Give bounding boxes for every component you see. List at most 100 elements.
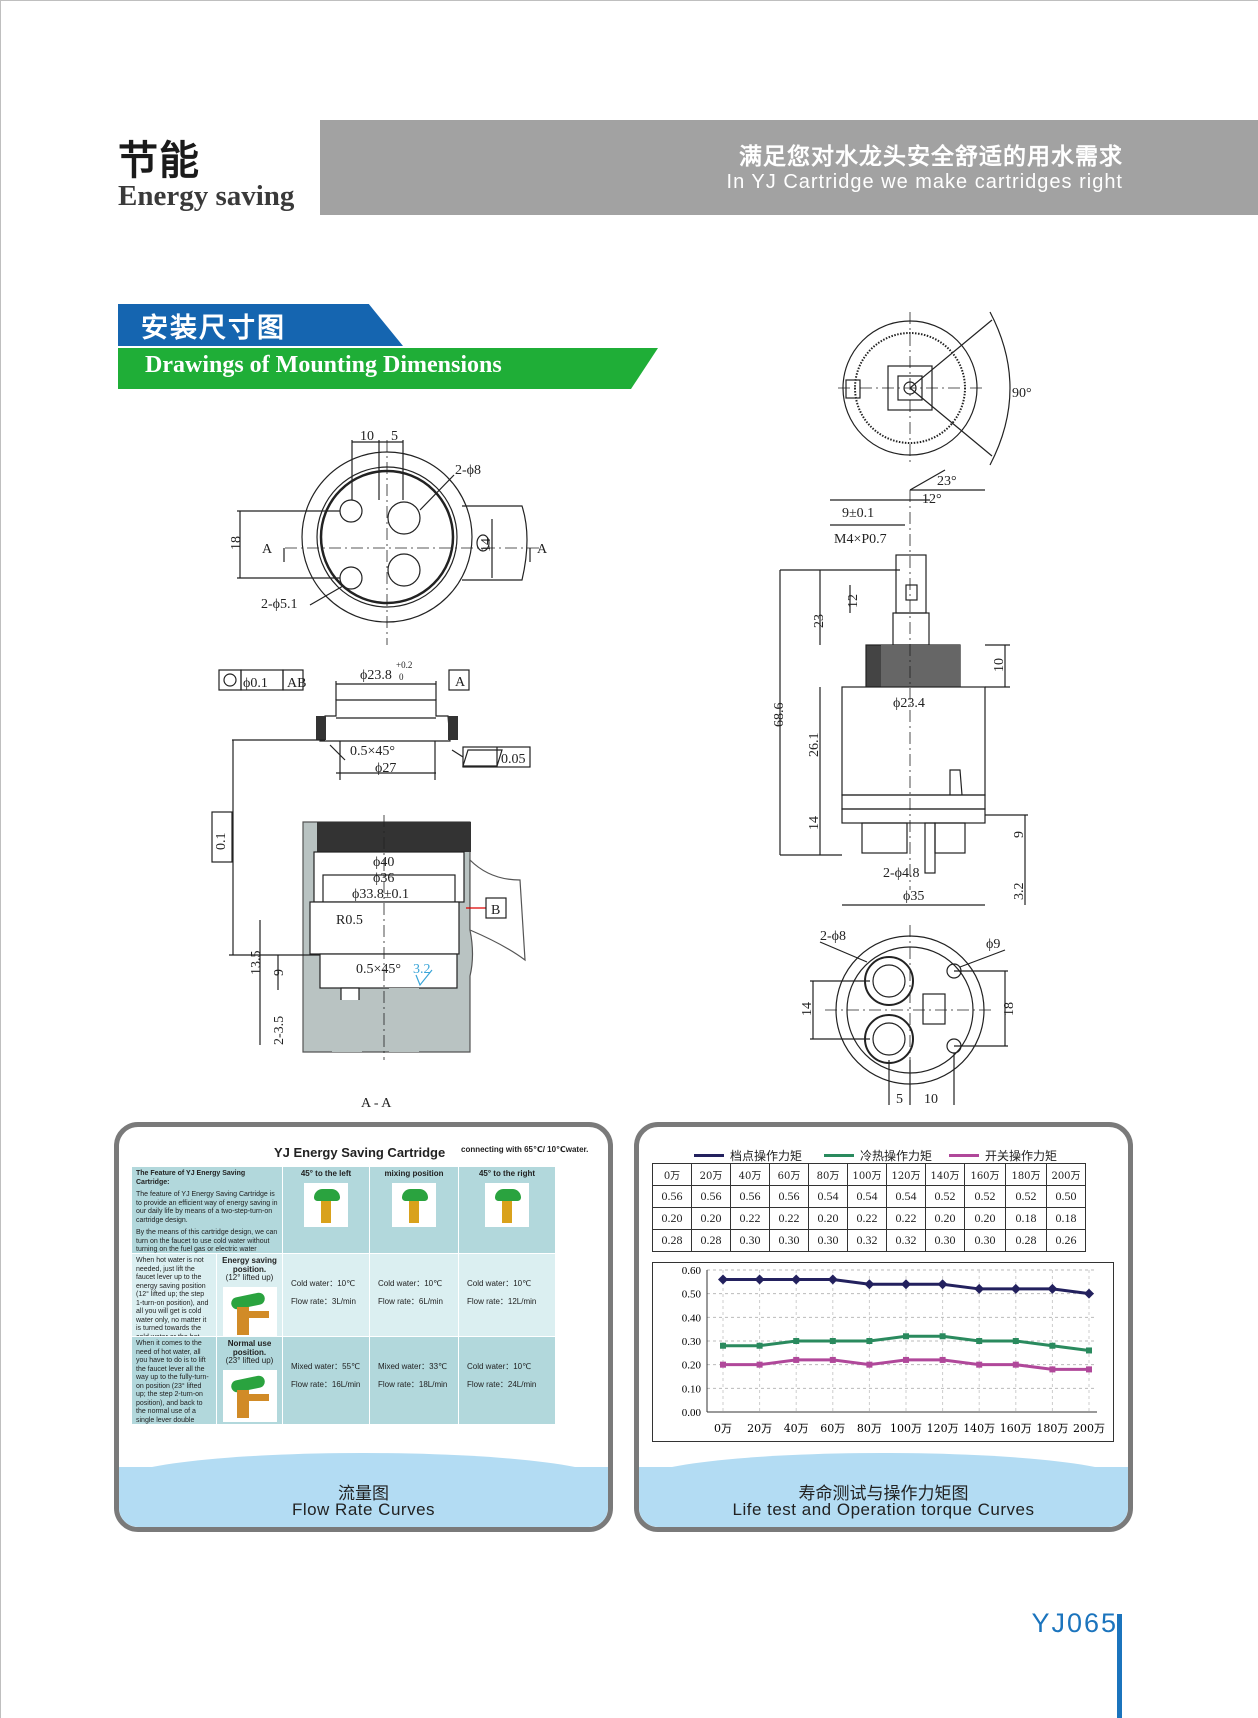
table-cell: 0.54 bbox=[847, 1185, 887, 1208]
data-point bbox=[720, 1342, 726, 1349]
top-view-labels: 10 5 2-ϕ8 18 14 A A 2-ϕ5.1 bbox=[229, 429, 548, 612]
col-mixing-label: mixing position bbox=[384, 1169, 444, 1178]
table-cell: 0.22 bbox=[847, 1207, 887, 1230]
flow-panel-footer: 流量图 Flow Rate Curves bbox=[119, 1453, 608, 1527]
data-point bbox=[829, 1338, 836, 1344]
dim-12: 12 bbox=[846, 594, 861, 608]
data-point bbox=[903, 1333, 909, 1340]
thread-dim: M4×P0.7 bbox=[834, 532, 887, 547]
data-point bbox=[1086, 1347, 1092, 1354]
y-tick-label: 0.40 bbox=[682, 1312, 702, 1324]
data-point bbox=[974, 1283, 985, 1294]
section-mark-right: A bbox=[537, 542, 548, 557]
table-cell: 0.20 bbox=[964, 1207, 1006, 1230]
flow-panel-subtitle: connecting with 65℃/ 10℃water. bbox=[461, 1145, 589, 1154]
life-caption-cn: 寿命测试与操作力矩图 bbox=[798, 1484, 969, 1504]
parallel-value: 0.1 bbox=[214, 833, 229, 851]
table-cell: 0.32 bbox=[847, 1229, 887, 1252]
life-caption-en: Life test and Operation torque Curves bbox=[732, 1500, 1035, 1519]
table-cell: 0.54 bbox=[886, 1185, 926, 1208]
mounting-drawings: 10 5 2-ϕ8 18 14 A A 2-ϕ5.1 ϕ0.1 AB ϕ23.8 bbox=[211, 311, 1032, 1111]
row2-description: When it comes to the need of hot water, … bbox=[132, 1337, 216, 1424]
faucet-left-icon bbox=[304, 1182, 348, 1227]
row2-position-sub: (23° lifted up) bbox=[225, 1356, 274, 1365]
data-point bbox=[939, 1333, 946, 1340]
table-cell: 0.26 bbox=[1046, 1229, 1086, 1252]
data-point bbox=[1012, 1338, 1019, 1344]
data-point bbox=[1010, 1283, 1021, 1294]
x-tick-label: 100万 bbox=[890, 1422, 922, 1435]
section-title-bar-green bbox=[118, 348, 658, 389]
feature-title: The Feature of YJ Energy Saving Cartridg… bbox=[136, 1170, 246, 1186]
x-tick-label: 120万 bbox=[927, 1422, 959, 1435]
dim-26-1: 26.1 bbox=[807, 733, 822, 758]
bottom-14: 14 bbox=[800, 1002, 815, 1016]
bottom-5: 5 bbox=[896, 1092, 903, 1107]
data-point bbox=[866, 1338, 873, 1344]
section-title-cn: 安装尺寸图 bbox=[141, 313, 286, 344]
angle-23: 23° bbox=[937, 474, 957, 489]
table-cell: 0.56 bbox=[691, 1185, 731, 1208]
flow-table: The Feature of YJ Energy Saving Cartridg… bbox=[132, 1167, 555, 1424]
table-cell: 0.28 bbox=[1005, 1229, 1047, 1252]
data-point bbox=[791, 1274, 802, 1285]
table-cell: 0.56 bbox=[652, 1185, 692, 1208]
table-cell: 0.30 bbox=[730, 1229, 770, 1252]
row1-position-sub: (12° lifted up) bbox=[225, 1273, 274, 1282]
dim-9-right: 9 bbox=[1012, 831, 1027, 838]
data-point bbox=[1084, 1288, 1094, 1299]
row1-mixing-flow: Flow rate：6L/min bbox=[378, 1297, 443, 1306]
side-view-labels: 90° 23° 12° 9±0.1 M4×P0.7 12 23 10 68.6 … bbox=[772, 386, 1032, 904]
row2-right-temp: Cold water：10℃ bbox=[467, 1362, 532, 1371]
row1-left-flow: Flow rate：3L/min bbox=[291, 1297, 356, 1306]
col-right-header: 45° to the right bbox=[459, 1167, 555, 1253]
bottom-18: 18 bbox=[1002, 1002, 1017, 1016]
table-cell: 0.20 bbox=[652, 1207, 692, 1230]
faucet-energy-saving-icon bbox=[222, 1286, 277, 1336]
data-point bbox=[1049, 1366, 1056, 1373]
dia-40: ϕ40 bbox=[373, 855, 394, 870]
dim-14-right: 14 bbox=[807, 816, 822, 830]
table-cell: 0.56 bbox=[730, 1185, 770, 1208]
bottom-pin: ϕ9 bbox=[986, 937, 1000, 952]
data-point bbox=[937, 1279, 948, 1290]
row2-left-flow: Flow rate：16L/min bbox=[291, 1380, 361, 1389]
data-point bbox=[718, 1274, 728, 1285]
table-cell: 0.54 bbox=[808, 1185, 848, 1208]
roughness-value: 3.2 bbox=[413, 962, 431, 977]
data-point bbox=[866, 1361, 873, 1368]
table-header-cell: 120万 bbox=[886, 1163, 926, 1186]
table-cell: 0.30 bbox=[964, 1229, 1006, 1252]
table-cell: 0.18 bbox=[1046, 1207, 1086, 1230]
row2-right-flow: Flow rate：24L/min bbox=[467, 1380, 537, 1389]
bore-tol-lower: 0 bbox=[399, 672, 404, 682]
table-cell: 0.20 bbox=[691, 1207, 731, 1230]
legend-hot-cold-label: 冷热操作力矩 bbox=[860, 1149, 933, 1163]
bottom-10: 10 bbox=[924, 1092, 938, 1107]
holes-2-d4-8: 2-ϕ4.8 bbox=[883, 866, 920, 881]
table-cell: 0.22 bbox=[886, 1207, 926, 1230]
x-tick-label: 160万 bbox=[1000, 1422, 1032, 1435]
legend-on-off-swatch bbox=[949, 1154, 979, 1157]
row1-right-values: Cold water：10℃ Flow rate：12L/min bbox=[459, 1254, 555, 1336]
row2-left-values: Mixed water：55℃ Flow rate：16L/min bbox=[283, 1337, 369, 1424]
table-header-cell: 100万 bbox=[847, 1163, 887, 1186]
square-dim: 9±0.1 bbox=[842, 506, 874, 521]
section-title-en: Drawings of Mounting Dimensions bbox=[145, 352, 502, 378]
header-banner bbox=[320, 120, 1258, 215]
table-cell: 0.22 bbox=[730, 1207, 770, 1230]
data-point bbox=[1086, 1366, 1092, 1373]
flow-rate-panel: YJ Energy Saving Cartridge connecting wi… bbox=[114, 1122, 613, 1532]
dia-36: ϕ36 bbox=[373, 871, 394, 886]
row1-description: When hot water is not needed, just lift … bbox=[132, 1254, 216, 1336]
y-tick-label: 0.20 bbox=[682, 1360, 702, 1372]
row2-position-label: Normal use position. bbox=[227, 1339, 272, 1357]
angle-12: 12° bbox=[922, 492, 942, 507]
data-point bbox=[754, 1274, 765, 1285]
row1-left-temp: Cold water：10℃ bbox=[291, 1279, 356, 1288]
dim-18: 18 bbox=[229, 536, 244, 550]
life-panel-footer: 寿命测试与操作力矩图 Life test and Operation torqu… bbox=[639, 1453, 1128, 1527]
col-left-header: 45° to the left bbox=[283, 1167, 369, 1253]
